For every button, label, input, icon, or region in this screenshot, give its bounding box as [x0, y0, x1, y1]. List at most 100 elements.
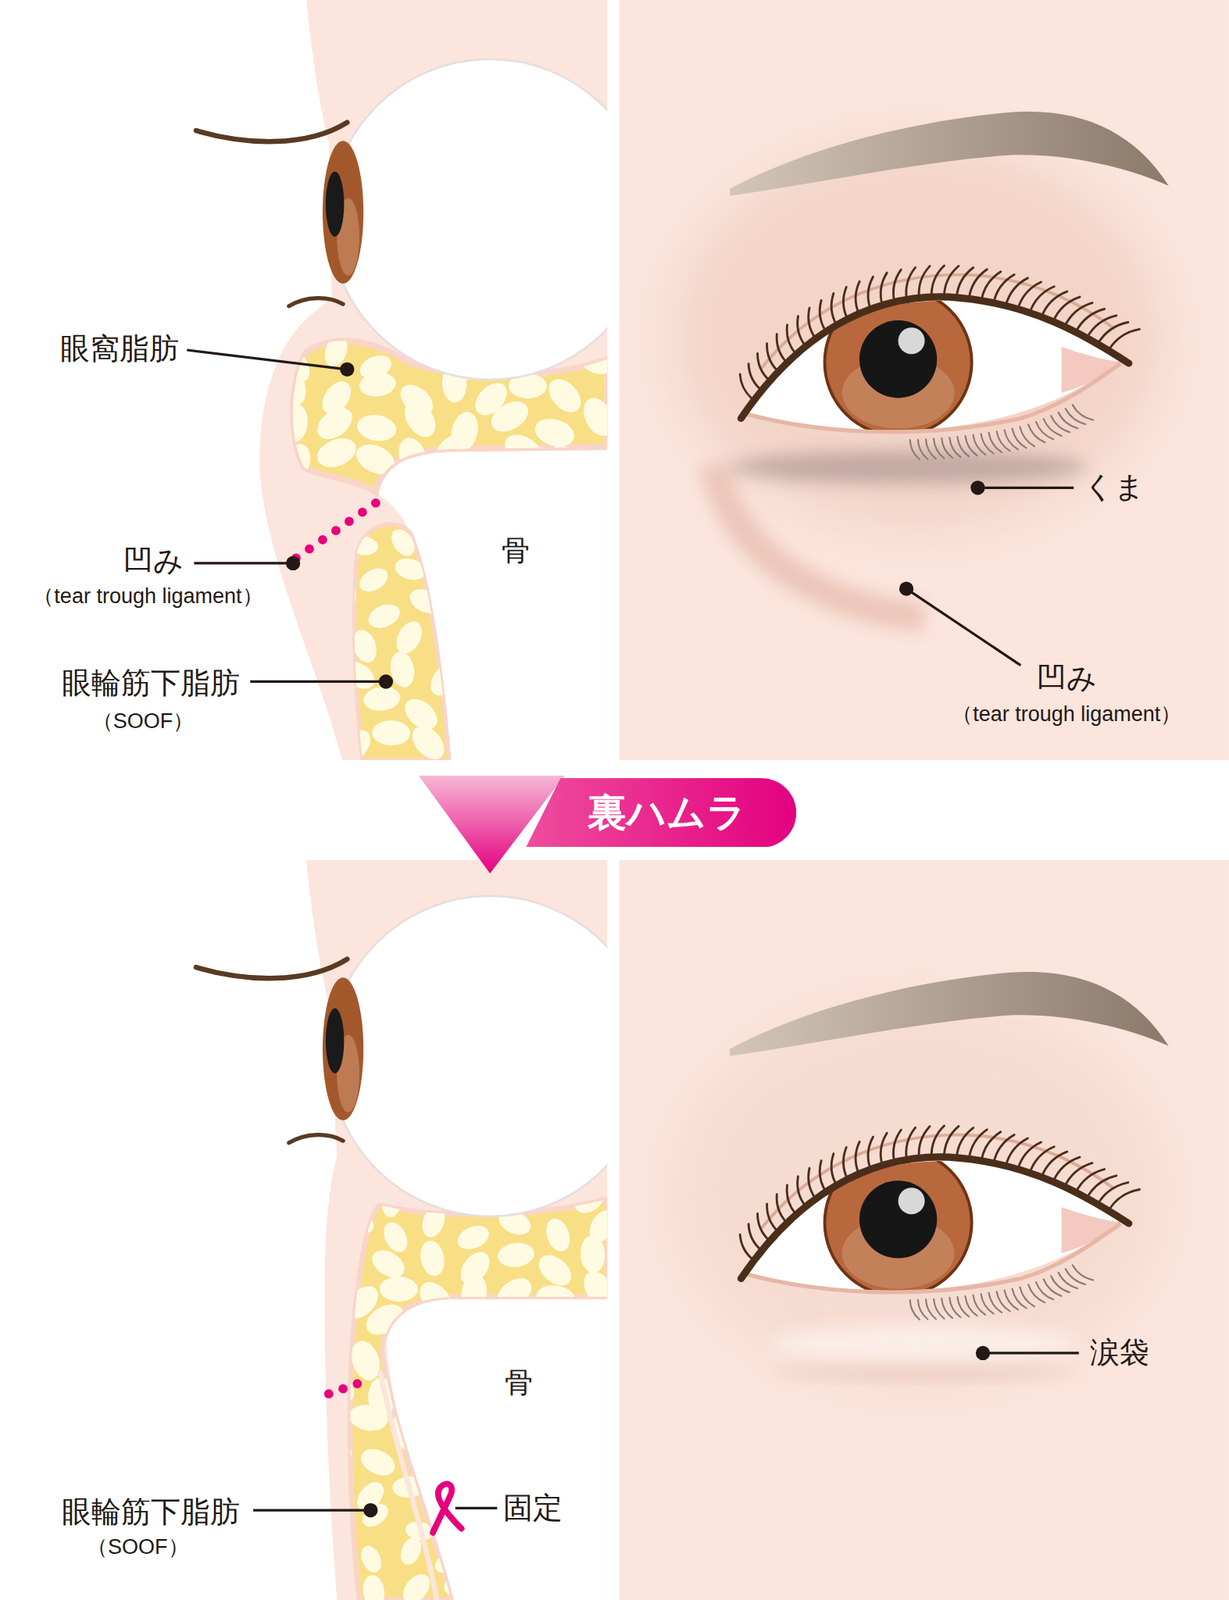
- fat-lobule: [496, 1310, 536, 1358]
- anatomy-label: くま: [1083, 471, 1145, 506]
- fat-lobule: [360, 1298, 409, 1342]
- fat-lobule: [278, 367, 309, 408]
- fat-lobule: [532, 1328, 578, 1377]
- fat-lobule: [577, 1265, 608, 1314]
- fat-lobule: [323, 1247, 364, 1280]
- fat-lobule: [449, 1444, 487, 1487]
- eyelash: [931, 265, 944, 297]
- fat-lobule: [542, 372, 587, 419]
- fat-lobule: [539, 1564, 563, 1600]
- fat-lobule: [328, 581, 360, 619]
- anatomy-label: 眼窩脂肪: [60, 332, 179, 367]
- fat-lobule: [355, 563, 393, 597]
- fat-lobule: [468, 1532, 504, 1564]
- fat-lobule: [531, 414, 578, 451]
- eyelash: [808, 307, 816, 339]
- eyelash: [973, 435, 987, 455]
- eyelash: [957, 436, 969, 457]
- eyelash: [993, 274, 1015, 303]
- banner-box: 裏ハムラ: [525, 778, 797, 848]
- eyelash: [1018, 282, 1042, 309]
- eyelash: [868, 276, 873, 310]
- fat-lobule: [508, 1546, 536, 1582]
- eyelash: [819, 300, 826, 333]
- sub-label: （SOOF）: [86, 1535, 190, 1560]
- fat-lobule: [579, 1549, 608, 1576]
- eyelash: [1075, 309, 1105, 333]
- fat-lobule: [378, 1218, 412, 1256]
- fat-lobule: [456, 1412, 502, 1453]
- fat-lobule: [425, 657, 466, 701]
- fat-lobule: [445, 678, 472, 719]
- fat-lobule: [362, 684, 402, 713]
- fat-lobule: [357, 370, 397, 399]
- eyelash: [1086, 315, 1117, 339]
- fat-lobule: [347, 534, 379, 558]
- fat-lobule: [322, 1312, 358, 1358]
- fat-lobule: [542, 1215, 575, 1255]
- fat-lobule: [485, 1573, 526, 1600]
- fat-lobule: [398, 395, 443, 444]
- fat-lobule: [364, 600, 404, 633]
- eyelash: [1029, 286, 1054, 314]
- eyelash: [918, 266, 930, 299]
- eyelash: [1028, 424, 1045, 443]
- anatomy-label: 涙袋: [1089, 1336, 1150, 1372]
- fat-lobule: [574, 1377, 608, 1422]
- eyelash: [843, 286, 847, 319]
- anatomy-label: 固定: [503, 1491, 563, 1526]
- fat-lobule: [493, 1435, 533, 1465]
- fat-lobule: [432, 1549, 466, 1578]
- fat-lobule: [312, 432, 361, 473]
- eyelash: [1041, 291, 1068, 318]
- fat-lobule: [471, 1475, 494, 1508]
- anatomy-label: 凹み: [123, 544, 184, 579]
- fat-lobule: [357, 1543, 386, 1576]
- fat-lobule: [499, 428, 548, 473]
- anatomy-label: 凹み: [1036, 661, 1097, 697]
- fat-lobule: [413, 1275, 458, 1322]
- eyelash: [1020, 426, 1035, 447]
- fat-lobule: [581, 1510, 608, 1537]
- fat-lobule: [337, 656, 380, 695]
- banner-bar: [525, 778, 797, 848]
- fat-lobule: [348, 626, 381, 666]
- fat-lobule: [386, 525, 420, 561]
- fat-lobule: [446, 489, 480, 522]
- eyelash: [906, 267, 916, 300]
- fat-lobule: [410, 502, 430, 532]
- fat-lobule: [415, 1347, 462, 1384]
- eyelash: [989, 432, 1002, 453]
- fat-lobule: [453, 1296, 495, 1344]
- fat-lobule: [313, 1566, 352, 1600]
- sub-label: （tear trough ligament）: [32, 585, 263, 610]
- eyelash: [1108, 328, 1140, 351]
- fat-lobule: [346, 1402, 390, 1435]
- fat-lobule: [453, 1221, 493, 1255]
- eyelash: [797, 316, 807, 347]
- front-eye: [729, 111, 1169, 460]
- fat-lobule: [460, 1272, 490, 1314]
- fat-lobule: [575, 1352, 608, 1383]
- eyelash: [964, 435, 977, 456]
- fat-lobule: [578, 392, 608, 441]
- eyelash: [786, 325, 797, 355]
- fat-lobule: [578, 1403, 608, 1447]
- eyelash: [1064, 303, 1092, 328]
- fat-lobule: [430, 564, 464, 602]
- eyelash: [893, 269, 901, 302]
- eyelash: [767, 343, 779, 372]
- fat-lobule: [450, 1379, 492, 1408]
- fat-lobule: [312, 1363, 361, 1410]
- fat-lobule: [534, 1282, 578, 1315]
- eyelash: [776, 334, 787, 364]
- fat-lobule: [391, 617, 428, 658]
- eyelash: [1097, 322, 1129, 345]
- fat-lobule: [443, 1574, 479, 1599]
- fat-lobule: [532, 1303, 581, 1344]
- fat-lobule: [535, 1447, 576, 1486]
- fat-lobule: [360, 1573, 387, 1600]
- anatomy-label: 眼輪筋下脂肪: [61, 666, 240, 701]
- sub-label: （SOOF）: [92, 709, 195, 734]
- fat-lobule: [494, 1402, 539, 1438]
